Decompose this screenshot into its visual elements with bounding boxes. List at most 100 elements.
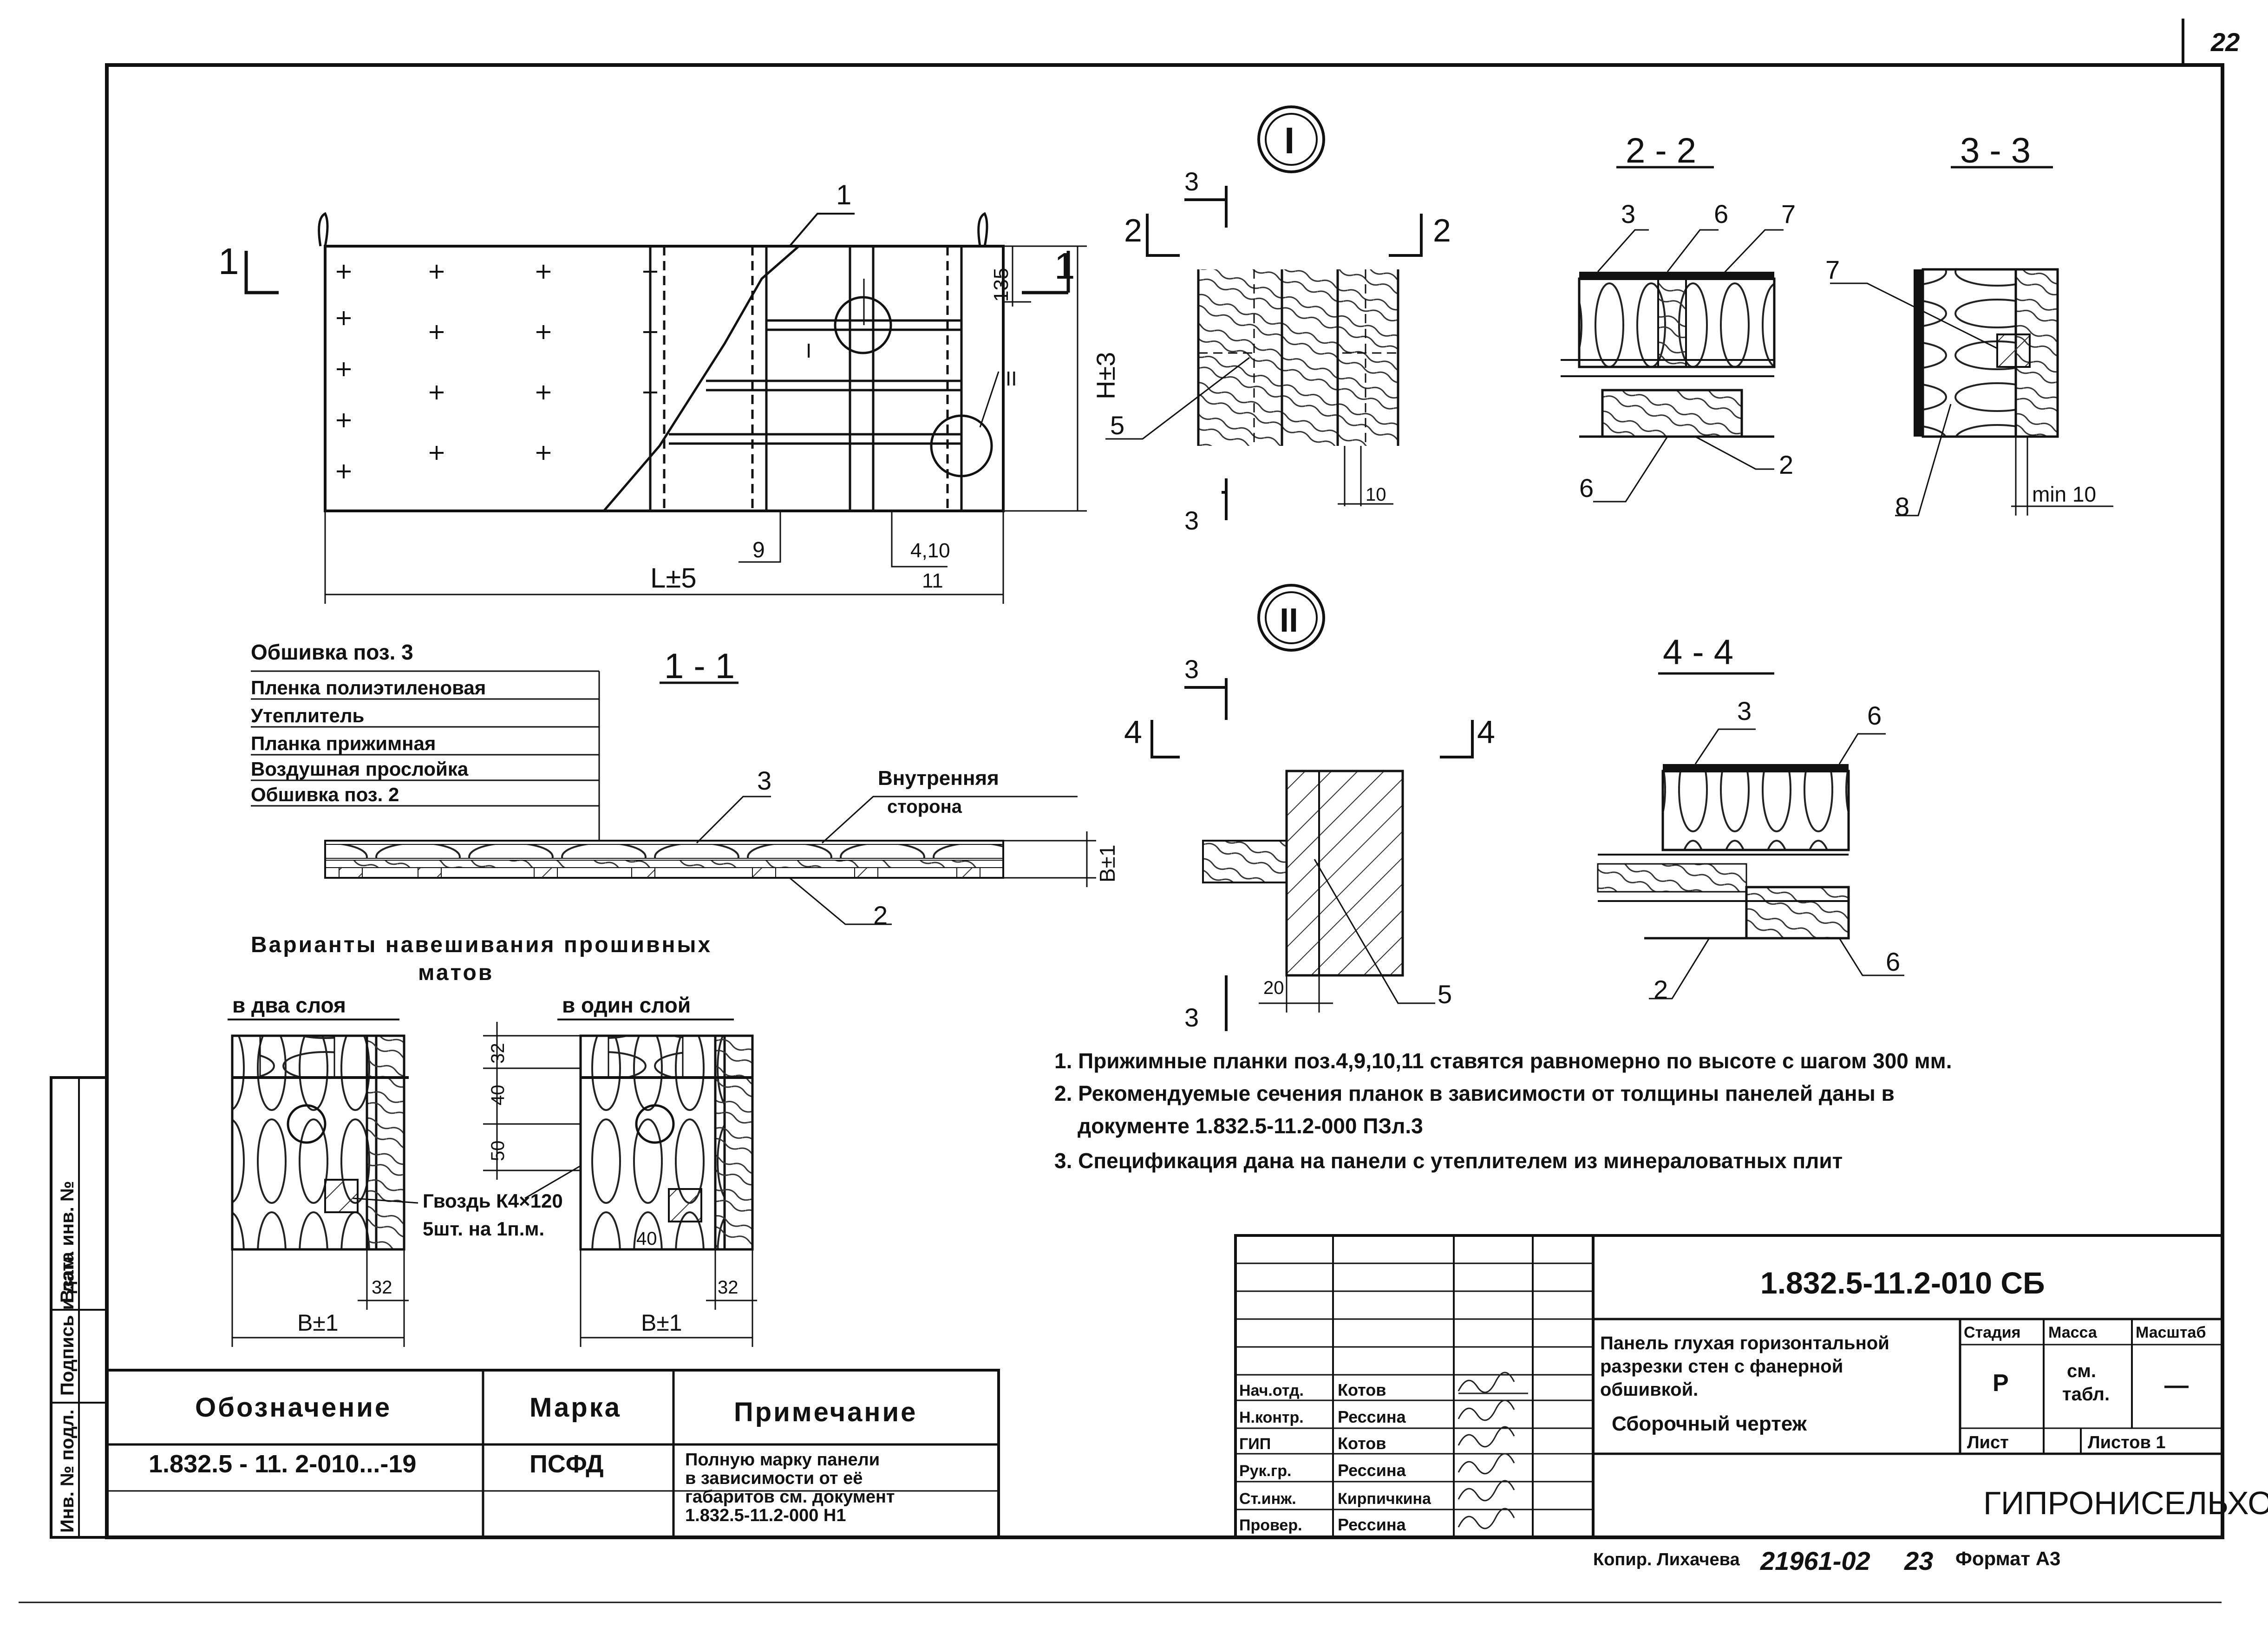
- inv-number-label: Инв. № подл.: [57, 1410, 78, 1533]
- section-1-1-pos-2: 2: [873, 901, 888, 930]
- layer-2: Пленка полиэтиленовая: [251, 677, 486, 699]
- stage-value: Р: [1993, 1370, 2009, 1397]
- scale-header: Масштаб: [2136, 1324, 2206, 1341]
- panel-elevation: I II 1 1 1 H±3 135 L±5 9 4,10 11: [218, 179, 1120, 604]
- mass-header: Масса: [2048, 1324, 2098, 1341]
- replaced-inv-label: Взам. инв. №: [57, 1181, 78, 1303]
- col-note-header: Примечание: [734, 1397, 917, 1427]
- footer-page: 23: [1904, 1546, 1933, 1575]
- staff-name-1: Котов: [1338, 1380, 1386, 1399]
- note-2: 2. Рекомендуемые сечения планок в зависи…: [1054, 1081, 1895, 1105]
- note-3: 3. Спецификация дана на панели с утеплит…: [1054, 1149, 1843, 1173]
- designation-value: 1.832.5 - 11. 2-010...-19: [149, 1450, 416, 1478]
- detail-II-cut-4-right: 4: [1477, 714, 1495, 750]
- layer-3: Утеплитель: [251, 705, 364, 726]
- staff-name-4: Рессина: [1338, 1461, 1406, 1480]
- signature-date-label: Подпись и дата: [57, 1251, 78, 1396]
- dim-40-horizontal: 40: [636, 1228, 657, 1249]
- note-value-4: 1.832.5-11.2-000 Н1: [685, 1506, 846, 1525]
- detail-II-dim-20: 20: [1263, 978, 1284, 998]
- nail-grid: [337, 265, 657, 478]
- left-margin-stamp: Инв. № подл. Подпись и дата Взам. инв. №: [50, 1076, 108, 1539]
- detail-I-cut-3-top: 3: [1184, 167, 1199, 196]
- one-layer-label: в один слой: [562, 993, 691, 1017]
- section-4-4: 4 - 4 3 6 2 6: [1597, 633, 1904, 1004]
- staff-role-6: Провер.: [1239, 1516, 1302, 1534]
- dim-50-vertical: 50: [488, 1141, 508, 1162]
- stage-header: Стадия: [1964, 1324, 2020, 1341]
- detail-II-cut-3-bottom: 3: [1184, 1003, 1199, 1032]
- note-2-cont: документе 1.832.5-11.2-000 ПЗл.3: [1078, 1114, 1423, 1138]
- mass-value-line1: см.: [2067, 1361, 2096, 1381]
- section-1-marker-left: 1: [218, 241, 239, 282]
- detail-II: II 3 4 4 3 5 20: [1124, 584, 1495, 1032]
- callout-I-label: I: [806, 340, 811, 362]
- detail-II-cut-4-left: 4: [1124, 714, 1142, 750]
- dim-B-left: B±1: [297, 1310, 339, 1336]
- section-1-1-title: 1 - 1: [664, 647, 735, 686]
- mass-value-line2: табл.: [2062, 1384, 2110, 1405]
- footer: Копир. Лихачева 21961-02 23 Формат А3: [1593, 1546, 2060, 1575]
- note-value-2: в зависимости от её: [685, 1469, 863, 1488]
- layer-6: Обшивка поз. 2: [251, 784, 399, 805]
- description-line4: Сборочный чертеж: [1612, 1412, 1807, 1435]
- pos-4-10-label: 4,10: [910, 539, 950, 562]
- two-layer-detail: [231, 1034, 409, 1251]
- staff-name-5: Кирпичкина: [1338, 1490, 1431, 1508]
- section-3-3: 3 - 3 7 8 min 10: [1825, 131, 2113, 521]
- detail-I: I 3 2 2 3 5 10: [1105, 105, 1451, 535]
- nail-label-line2: 5шт. на 1п.м.: [423, 1218, 544, 1240]
- signatures: [1458, 1372, 1528, 1529]
- layer-5: Воздушная прослойка: [251, 758, 469, 780]
- detail-II-title: II: [1280, 602, 1298, 639]
- section-2-2: 2 - 2 3 6 7 6 2: [1561, 131, 1796, 503]
- pos-9-label: 9: [752, 538, 765, 562]
- inner-side-line1: Внутренняя: [878, 767, 999, 790]
- description-line2: разрезки стен с фанерной: [1600, 1356, 1843, 1377]
- section-2-2-pos-2: 2: [1779, 450, 1793, 479]
- callout-II-label: II: [1006, 367, 1017, 390]
- staff-role-5: Ст.инж.: [1239, 1490, 1296, 1508]
- sheet-label: Лист: [1967, 1433, 2009, 1452]
- note-value-3: габаритов см. документ: [685, 1487, 895, 1507]
- layer-4: Планка прижимная: [251, 732, 436, 754]
- dim-32-right: 32: [718, 1277, 739, 1298]
- dim-H: H±3: [1091, 352, 1120, 399]
- section-2-2-pos-6b: 6: [1579, 473, 1594, 503]
- detail-II-cut-3-top: 3: [1184, 654, 1199, 684]
- note-1: 1. Прижимные планки поз.4,9,10,11 ставят…: [1054, 1049, 1952, 1073]
- one-layer-detail: [579, 1034, 754, 1251]
- dim-40-vertical: 40: [488, 1085, 508, 1106]
- col-designation-header: Обозначение: [195, 1392, 392, 1423]
- section-3-3-pos-7: 7: [1825, 255, 1840, 284]
- description-line1: Панель глухая горизонтальной: [1600, 1333, 1889, 1353]
- staff-role-1: Нач.отд.: [1239, 1382, 1304, 1399]
- section-1-1-dim-B: B±1: [1095, 844, 1119, 882]
- layer-1: Обшивка поз. 3: [251, 640, 413, 664]
- section-4-4-title: 4 - 4: [1663, 633, 1733, 672]
- section-4-4-pos-6: 6: [1867, 701, 1882, 730]
- section-3-3-title: 3 - 3: [1960, 131, 2031, 170]
- sheet-number: 22: [2210, 27, 2240, 57]
- title-block: 1.832.5-11.2-010 СБ Панель глухая горизо…: [1234, 1234, 2268, 1539]
- section-3-3-pos-8: 8: [1895, 492, 1909, 521]
- dim-B-right: B±1: [641, 1310, 682, 1336]
- staff-name-3: Котов: [1338, 1434, 1386, 1453]
- section-3-3-dim-min: min 10: [2032, 482, 2096, 506]
- detail-I-cut-2-left: 2: [1124, 212, 1142, 248]
- sheets-label: Листов 1: [2088, 1433, 2166, 1452]
- staff-list: Нач.отд. Котов Н.контр. Рессина ГИП Кото…: [1239, 1380, 1431, 1534]
- section-1-1-pos-3: 3: [757, 766, 771, 795]
- section-1-marker-right: 1: [1054, 245, 1075, 287]
- inner-side-line2: сторона: [887, 797, 962, 817]
- two-layers-label: в два слоя: [232, 993, 346, 1017]
- description-line3: обшивкой.: [1600, 1379, 1698, 1400]
- detail-I-dim-10: 10: [1366, 484, 1386, 505]
- organization-name: ГИПРОНИСЕЛЬХОЗ: [1983, 1485, 2268, 1521]
- note-value-1: Полную марку панели: [685, 1450, 880, 1470]
- hanging-title-line1: Варианты навешивания прошивных: [251, 933, 712, 957]
- nail-label-line1: Гвоздь К4×120: [423, 1190, 563, 1212]
- section-4-4-pos-2: 2: [1654, 975, 1668, 1004]
- hanging-title-line2: матов: [418, 961, 494, 985]
